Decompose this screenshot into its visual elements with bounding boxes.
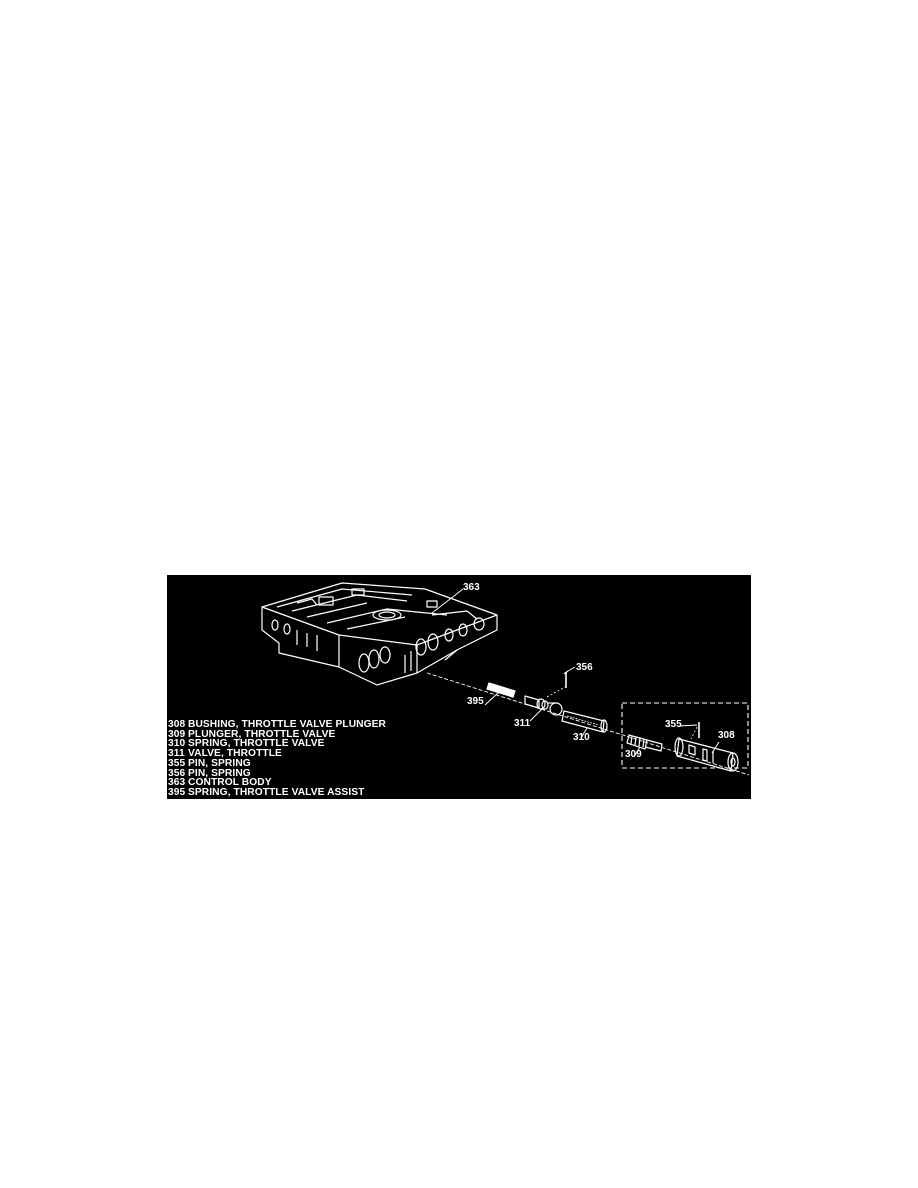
legend-row: 311 VALVE, THROTTLE bbox=[168, 749, 386, 759]
legend-part-description: SPRING, THROTTLE VALVE ASSIST bbox=[188, 786, 365, 798]
legend-part-description: PIN, SPRING bbox=[188, 757, 251, 769]
callout-311: 311 bbox=[514, 718, 531, 729]
exploded-parts-diagram: 363 356 395 311 310 355 308 309 308 BUSH… bbox=[167, 575, 751, 799]
legend-part-number: 363 bbox=[168, 777, 186, 789]
legend-row: 308 BUSHING, THROTTLE VALVE PLUNGER bbox=[168, 720, 386, 730]
legend-row: 363 CONTROL BODY bbox=[168, 778, 386, 788]
spring-395-illustration bbox=[486, 682, 516, 698]
diagram-artwork bbox=[261, 582, 750, 776]
legend-part-description: CONTROL BODY bbox=[188, 777, 272, 789]
legend-row: 356 PIN, SPRING bbox=[168, 767, 386, 779]
legend-part-number: 308 bbox=[168, 719, 186, 730]
parts-legend: 308 BUSHING, THROTTLE VALVE PLUNGER 309 … bbox=[168, 720, 386, 798]
control-body-363-illustration bbox=[261, 582, 498, 686]
legend-part-description: PIN, SPRING bbox=[188, 767, 251, 779]
callout-310: 310 bbox=[573, 732, 590, 743]
callout-355: 355 bbox=[665, 719, 682, 730]
plunger-309-illustration bbox=[626, 734, 663, 752]
legend-part-number: 311 bbox=[168, 748, 185, 760]
legend-part-number: 355 bbox=[168, 757, 186, 769]
callout-356: 356 bbox=[576, 662, 593, 673]
legend-row: 310 SPRING, THROTTLE VALVE bbox=[168, 739, 386, 749]
legend-part-number: 395 bbox=[168, 786, 186, 798]
callout-309: 309 bbox=[625, 749, 642, 760]
legend-part-description: VALVE, THROTTLE bbox=[188, 748, 282, 760]
legend-part-description: SPRING, THROTTLE VALVE bbox=[188, 738, 325, 750]
legend-part-number: 309 bbox=[168, 728, 186, 740]
throttle-valve-311-illustration bbox=[524, 695, 563, 716]
legend-part-number: 356 bbox=[168, 767, 186, 779]
callout-308: 308 bbox=[718, 730, 735, 741]
bushing-308-illustration bbox=[674, 737, 739, 772]
legend-part-number: 310 bbox=[168, 738, 186, 750]
legend-part-description: PLUNGER, THROTTLE VALVE bbox=[188, 728, 336, 740]
legend-row: 309 PLUNGER, THROTTLE VALVE bbox=[168, 728, 386, 740]
legend-row: 355 PIN, SPRING bbox=[168, 757, 386, 769]
callout-363: 363 bbox=[463, 582, 480, 593]
callout-395: 395 bbox=[467, 696, 484, 707]
legend-part-description: BUSHING, THROTTLE VALVE PLUNGER bbox=[188, 719, 386, 730]
legend-row: 395 SPRING, THROTTLE VALVE ASSIST bbox=[168, 786, 386, 798]
spring-310-illustration bbox=[561, 710, 608, 733]
